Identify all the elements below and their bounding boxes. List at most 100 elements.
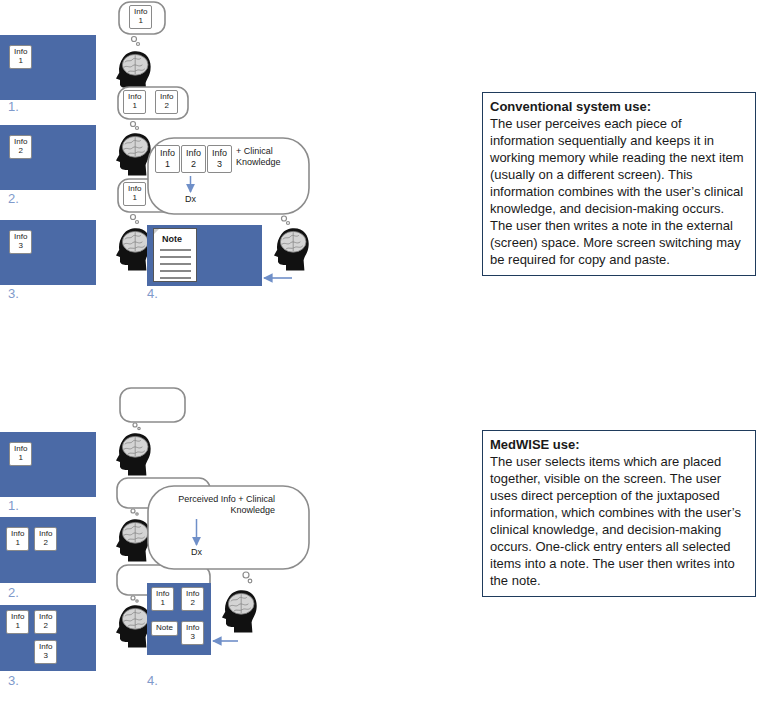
info-text: Info 2 bbox=[186, 590, 199, 608]
info-text: Info 2 bbox=[186, 148, 201, 170]
note-line bbox=[160, 277, 191, 278]
info-box: Info 1 bbox=[123, 182, 146, 206]
info-box: Info 2 bbox=[34, 610, 57, 634]
screen-panel: Info 3 bbox=[0, 220, 96, 285]
screen-panel: Info 1 Info 2 bbox=[0, 517, 96, 583]
head-icon bbox=[116, 133, 151, 175]
info-box: Info 2 bbox=[9, 135, 32, 159]
info-box: Info 2 bbox=[155, 90, 178, 114]
body-text: The user perceives each piece of informa… bbox=[490, 115, 748, 268]
head-icon bbox=[116, 605, 151, 647]
thought-bubble: Info 1 Info 2 bbox=[117, 86, 189, 120]
note-text: Note bbox=[156, 624, 173, 633]
step-number: 1. bbox=[8, 498, 19, 513]
thought-dot bbox=[137, 43, 140, 46]
thought-bubble: Perceived Info + Clinical KnowledgeDx bbox=[147, 485, 310, 570]
screen-panel: Note bbox=[147, 225, 262, 286]
thought-dot bbox=[287, 222, 290, 225]
reasoning-arrow bbox=[190, 176, 192, 192]
note-line bbox=[160, 270, 191, 271]
info-text: Info 1 bbox=[14, 445, 27, 463]
info-text: Info 3 bbox=[186, 624, 199, 642]
head-icon bbox=[274, 228, 309, 270]
info-box: Info 2 bbox=[34, 527, 57, 551]
note-line bbox=[160, 256, 191, 257]
info-text: Info 1 bbox=[156, 590, 169, 608]
info-text: Info 1 bbox=[128, 185, 141, 203]
note-line bbox=[160, 263, 191, 264]
note-line bbox=[160, 249, 191, 250]
bubble-text: Perceived Info + Clinical Knowledge bbox=[165, 494, 275, 516]
thought-dot bbox=[131, 122, 136, 127]
screen-panel: Info 1 Info 2 Info 3 bbox=[0, 605, 96, 671]
head-icons bbox=[116, 51, 309, 647]
info-box: Info 1 bbox=[155, 145, 180, 173]
info-text: Info 1 bbox=[128, 93, 141, 111]
info-text: Info 2 bbox=[39, 530, 52, 548]
info-text: Info 1 bbox=[160, 148, 175, 170]
info-box: Info 2 bbox=[181, 587, 204, 611]
reasoning-arrow bbox=[196, 519, 198, 545]
bubble-outline bbox=[148, 486, 309, 569]
bubble-outline bbox=[148, 138, 309, 214]
writing-arrow bbox=[213, 640, 238, 642]
thought-dot bbox=[132, 37, 137, 42]
head-icon bbox=[116, 228, 151, 270]
heading-text: MedWISE use: bbox=[490, 436, 748, 453]
step-number: 3. bbox=[8, 286, 19, 301]
thought-dot bbox=[131, 215, 136, 220]
info-text: Info 1 bbox=[11, 530, 24, 548]
info-text: Info 1 bbox=[134, 8, 147, 26]
info-box: Info 1 bbox=[9, 442, 32, 466]
info-box: Info 1 bbox=[151, 587, 174, 611]
head-icon bbox=[222, 590, 257, 632]
screen-panel: Info 1 Info 2 Note Info 3 bbox=[147, 583, 211, 655]
thought-bubble: Info 1 bbox=[118, 1, 166, 35]
info-text: Info 3 bbox=[14, 233, 27, 251]
info-box: Info 3 bbox=[181, 621, 204, 645]
step-number: 2. bbox=[8, 191, 19, 206]
body-text: The user selects items which are placed … bbox=[490, 453, 748, 589]
info-text: Info 3 bbox=[212, 148, 227, 170]
thought-dot bbox=[133, 423, 137, 427]
note-box: Note bbox=[151, 621, 178, 636]
screen-panel: Info 1 bbox=[0, 432, 96, 497]
page-fold bbox=[154, 229, 159, 234]
note-document: Note bbox=[153, 228, 197, 282]
bubble-outline bbox=[119, 2, 165, 34]
info-text: Info 1 bbox=[14, 48, 27, 66]
thought-dot bbox=[136, 513, 138, 515]
thought-dot bbox=[282, 216, 287, 221]
thought-dot bbox=[138, 427, 140, 429]
info-text: Info 2 bbox=[14, 138, 27, 156]
thought-bubble: + Clinical KnowledgeDxInfo 1Info 2Info 3 bbox=[147, 137, 310, 215]
info-box: Info 3 bbox=[9, 230, 32, 254]
thought-dot bbox=[248, 579, 252, 583]
info-text: Info 3 bbox=[39, 643, 52, 661]
bubble-outline bbox=[118, 87, 188, 119]
note-text: Note bbox=[162, 234, 196, 244]
info-box: Info 1 bbox=[129, 5, 152, 29]
info-text: Info 2 bbox=[39, 613, 52, 631]
bubble-text: + Clinical Knowledge bbox=[236, 146, 306, 168]
writing-arrow bbox=[264, 277, 292, 279]
thought-dot bbox=[243, 572, 249, 578]
info-box: Info 1 bbox=[9, 45, 32, 69]
info-box: Info 2 bbox=[181, 145, 206, 173]
heading-text: Conventional system use: bbox=[490, 98, 748, 115]
info-box: Info 1 bbox=[6, 610, 29, 634]
empty-thought-bubble bbox=[120, 388, 185, 422]
info-box: Info 1 bbox=[123, 90, 146, 114]
bubble-text: Dx bbox=[191, 547, 202, 558]
head-icon bbox=[116, 519, 151, 561]
thought-dot bbox=[136, 221, 139, 224]
step-number: 4. bbox=[147, 286, 158, 301]
thought-dot bbox=[131, 596, 135, 600]
writing-arrows bbox=[213, 278, 292, 641]
screen-panel: Info 2 bbox=[0, 125, 96, 190]
thought-dot bbox=[136, 127, 139, 130]
screen-panel: Info 1 bbox=[0, 35, 96, 100]
head-icon bbox=[116, 433, 151, 475]
thought-dot bbox=[131, 509, 135, 513]
info-box: Info 3 bbox=[207, 145, 232, 173]
